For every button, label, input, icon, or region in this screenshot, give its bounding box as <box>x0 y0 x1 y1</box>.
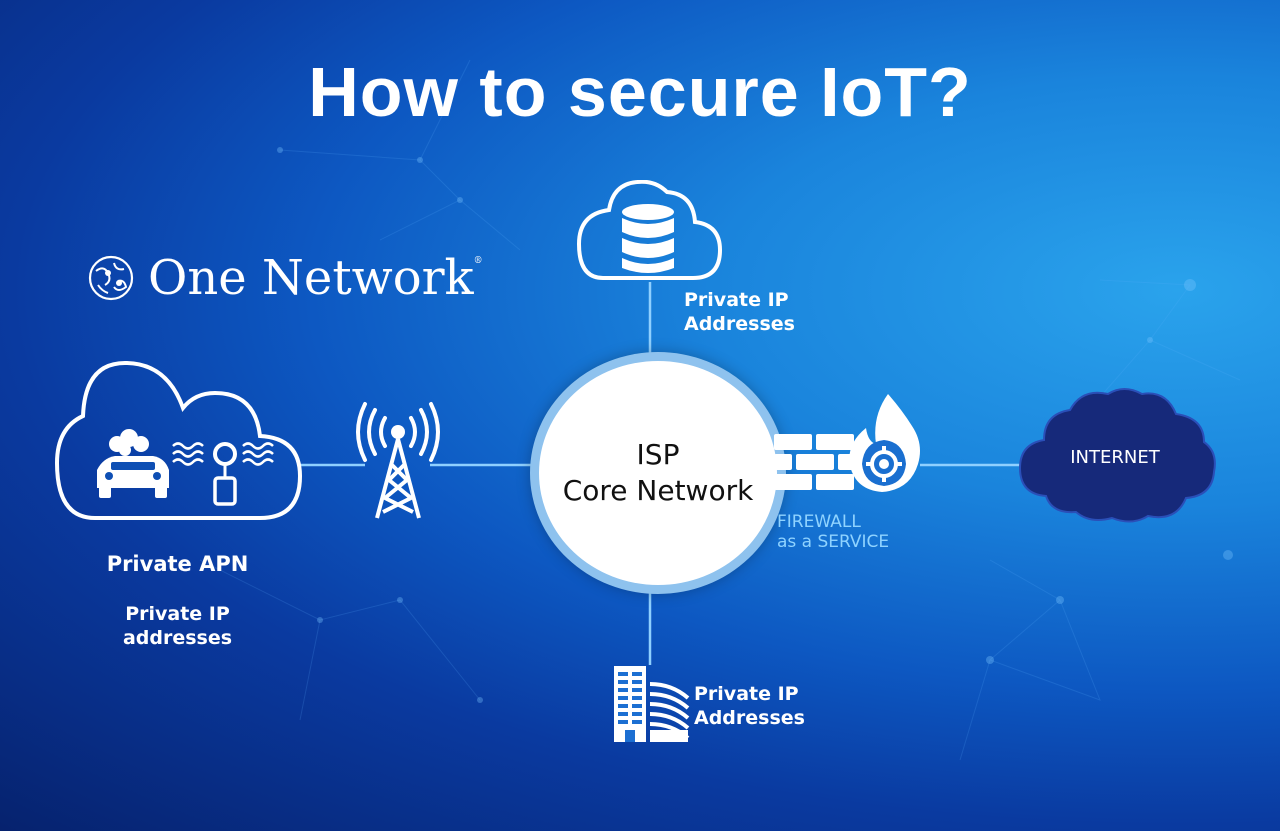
office-building-icon <box>614 666 690 742</box>
apn-subtitle-line1: Private IP <box>125 603 230 625</box>
cell-tower-icon <box>356 402 440 519</box>
puzzle-globe-logo <box>88 255 134 301</box>
apn-subtitle: Private IP addresses <box>60 602 295 650</box>
firewall-label-line2: as a SERVICE <box>777 532 890 552</box>
cloud-storage-label: Private IP Addresses <box>684 288 795 336</box>
brand-logo: One Network® <box>88 250 483 306</box>
internet-label: INTERNET <box>1070 447 1160 468</box>
brand-registered-mark: ® <box>473 256 483 266</box>
cloud-storage-label-line2: Addresses <box>684 313 795 335</box>
isp-core-network-node: ISP Core Network <box>530 352 786 594</box>
firewall-label: FIREWALL as a SERVICE <box>777 512 889 552</box>
apn-subtitle-line2: addresses <box>122 627 233 649</box>
page-title: How to secure IoT? <box>308 53 972 131</box>
brand-name: One Network® <box>148 250 483 306</box>
enterprise-label-line1: Private IP <box>694 683 799 705</box>
core-line2: Core Network <box>562 474 754 507</box>
apn-title: Private APN <box>106 552 249 576</box>
firewall-icon <box>774 394 920 492</box>
core-line1: ISP <box>636 438 680 471</box>
enterprise-label: Private IP Addresses <box>694 682 805 730</box>
internet-cloud-icon <box>1018 388 1216 523</box>
enterprise-label-line2: Addresses <box>694 707 805 729</box>
brand-text: One Network <box>148 250 474 306</box>
cloud-storage-label-line1: Private IP <box>684 289 789 311</box>
cloud-database-icon <box>576 180 723 280</box>
firewall-label-line1: FIREWALL <box>777 512 861 532</box>
iot-cloud-icon <box>55 360 303 520</box>
